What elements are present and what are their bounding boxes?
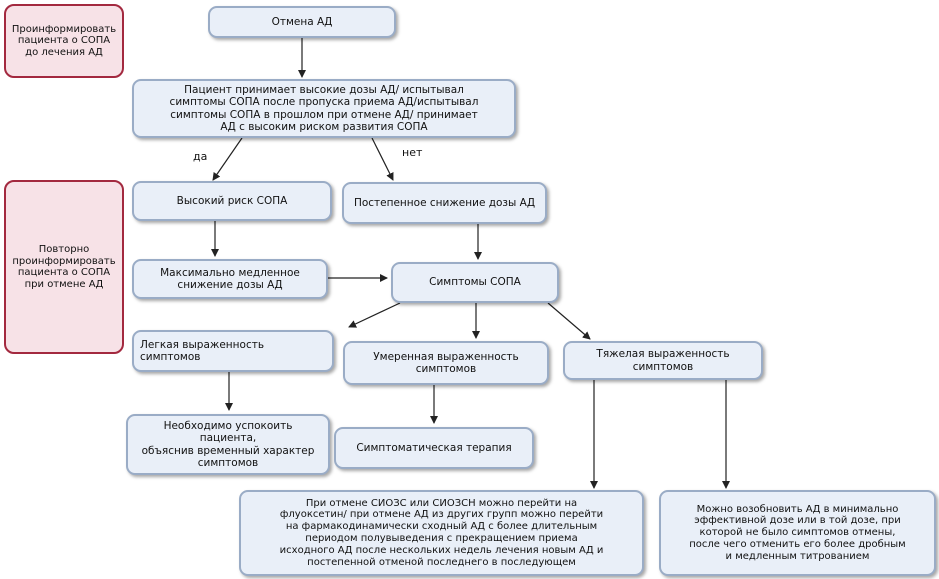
node-high-risk: Высокий риск СОПА: [132, 181, 332, 221]
node-question-text: Пациент принимает высокие дозы АД/ испыт…: [169, 83, 479, 133]
node-mild: Легкая выраженность симптомов: [132, 330, 334, 372]
note-inform-before-treatment-text: Проинформировать пациента о СОПА до лече…: [11, 23, 117, 58]
node-moderate-text: Умеренная выраженность симптомов: [373, 350, 519, 375]
node-high-risk-text: Высокий риск СОПА: [176, 194, 288, 207]
node-resume-antidepressant: Можно возобновить АД в минимально эффект…: [659, 490, 936, 576]
node-start: Отмена АД: [208, 6, 396, 38]
node-gradual-reduction: Постепенное снижение дозы АД: [342, 182, 547, 224]
note-inform-again-text: Повторно проинформировать пациента о СОП…: [12, 244, 116, 290]
node-severe-text: Тяжелая выраженность симптомов: [596, 348, 730, 373]
node-question: Пациент принимает высокие дозы АД/ испыт…: [132, 79, 516, 138]
arrow-symptoms-to-mild: [348, 302, 401, 328]
edge-label-yes: да: [193, 150, 208, 163]
node-symptoms: Симптомы СОПА: [391, 262, 559, 303]
note-inform-before-treatment: Проинформировать пациента о СОПА до лече…: [4, 4, 124, 78]
note-inform-again-on-withdrawal: Повторно проинформировать пациента о СОП…: [4, 180, 124, 354]
node-moderate: Умеренная выраженность симптомов: [343, 341, 549, 385]
node-severe: Тяжелая выраженность симптомов: [563, 341, 763, 380]
node-mild-text: Легкая выраженность симптомов: [140, 338, 265, 363]
arrow-symptoms-to-severe: [547, 302, 591, 340]
node-symptomatic-therapy: Симптоматическая терапия: [334, 427, 534, 469]
node-switch-antidepressant-text: При отмене СИОЗС или СИОЗСН можно перейт…: [279, 497, 604, 568]
node-calm-patient-text: Необходимо успокоить пациента, объяснив …: [141, 419, 315, 469]
node-resume-antidepressant-text: Можно возобновить АД в минимально эффект…: [689, 503, 906, 562]
node-switch-antidepressant: При отмене СИОЗС или СИОЗСН можно перейт…: [239, 490, 644, 576]
node-symptoms-text: Симптомы СОПА: [429, 276, 521, 289]
node-calm-patient: Необходимо успокоить пациента, объяснив …: [126, 414, 330, 475]
edge-label-no: нет: [402, 146, 423, 159]
node-slow-reduction-text: Максимально медленное снижение дозы АД: [160, 266, 300, 291]
node-gradual-reduction-text: Постепенное снижение дозы АД: [353, 196, 536, 209]
node-symptomatic-therapy-text: Симптоматическая терапия: [356, 441, 512, 454]
arrow-question-to-gradual: [371, 137, 394, 181]
node-slow-reduction: Максимально медленное снижение дозы АД: [132, 259, 328, 299]
arrow-question-to-high-risk: [212, 137, 243, 181]
node-start-text: Отмена АД: [271, 15, 333, 28]
